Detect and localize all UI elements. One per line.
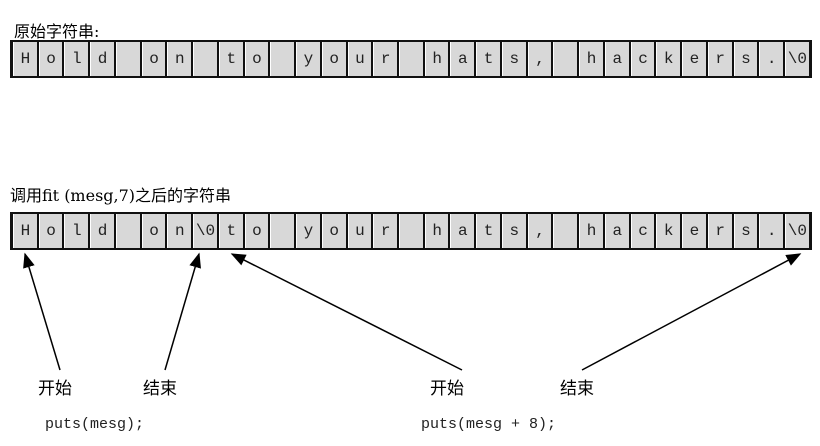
char-cell: r — [707, 214, 732, 248]
char-cell — [270, 42, 295, 76]
char-cell: n — [167, 42, 192, 76]
label-start1: 开始 — [38, 379, 72, 399]
char-cell: o — [38, 42, 63, 76]
char-cell: y — [296, 42, 320, 76]
char-cell: y — [296, 214, 320, 248]
char-cell: r — [373, 42, 398, 76]
char-cell: t — [476, 42, 500, 76]
char-cell: e — [682, 42, 706, 76]
char-cell: o — [321, 42, 346, 76]
char-cell: o — [321, 214, 346, 248]
char-cell: \0 — [785, 42, 809, 76]
label-start2: 开始 — [430, 379, 464, 399]
char-cell: o — [38, 214, 63, 248]
char-cell: \0 — [193, 214, 217, 248]
code-call1: puts(mesg); — [45, 416, 145, 433]
arrow-end1 — [164, 252, 201, 371]
char-cell: a — [604, 214, 629, 248]
char-cell: d — [90, 42, 114, 76]
after-fit-title: 调用fit (mesg,7)之后的字符串 — [10, 186, 232, 205]
char-cell: r — [373, 214, 398, 248]
char-cell: H — [13, 42, 37, 76]
char-cell: k — [656, 214, 681, 248]
char-cell — [115, 42, 140, 76]
char-cell: k — [656, 42, 681, 76]
char-cell — [115, 214, 140, 248]
char-cell: s — [733, 42, 758, 76]
char-cell: s — [733, 214, 758, 248]
arrow-start1 — [23, 252, 61, 371]
char-cell: u — [347, 214, 372, 248]
char-cell: a — [450, 42, 475, 76]
char-cell: n — [167, 214, 192, 248]
char-cell: h — [579, 214, 603, 248]
char-cell: e — [682, 214, 706, 248]
char-cell: h — [579, 42, 603, 76]
original-string-title: 原始字符串: — [14, 22, 100, 41]
char-cell: t — [218, 42, 243, 76]
char-cell: h — [424, 214, 449, 248]
arrow-end2 — [581, 253, 802, 371]
char-cell: c — [630, 214, 655, 248]
char-cell: h — [424, 42, 449, 76]
char-cell — [553, 214, 578, 248]
code-call2: puts(mesg + 8); — [421, 416, 557, 433]
arrow-start2 — [230, 253, 463, 371]
char-cell: a — [604, 42, 629, 76]
label-end2: 结束 — [560, 379, 594, 399]
char-cell: \0 — [785, 214, 809, 248]
char-cell: o — [244, 42, 269, 76]
char-cell: s — [501, 214, 526, 248]
char-cell: l — [64, 214, 89, 248]
char-cell: c — [630, 42, 655, 76]
char-cell: a — [450, 214, 475, 248]
char-cell: r — [707, 42, 732, 76]
char-cell: s — [501, 42, 526, 76]
char-cell: . — [759, 214, 784, 248]
char-cell: o — [141, 42, 166, 76]
char-cell — [399, 214, 423, 248]
char-cell — [193, 42, 217, 76]
char-cell: u — [347, 42, 372, 76]
char-cell: l — [64, 42, 89, 76]
char-cell: t — [218, 214, 243, 248]
char-cell: . — [759, 42, 784, 76]
char-cell: H — [13, 214, 37, 248]
char-cell — [270, 214, 295, 248]
label-end1: 结束 — [143, 379, 177, 399]
char-cell: o — [244, 214, 269, 248]
char-cell: o — [141, 214, 166, 248]
char-cell — [553, 42, 578, 76]
char-cell: t — [476, 214, 500, 248]
char-cell: d — [90, 214, 114, 248]
char-cell: , — [527, 214, 552, 248]
char-cell — [399, 42, 423, 76]
char-cell: , — [527, 42, 552, 76]
